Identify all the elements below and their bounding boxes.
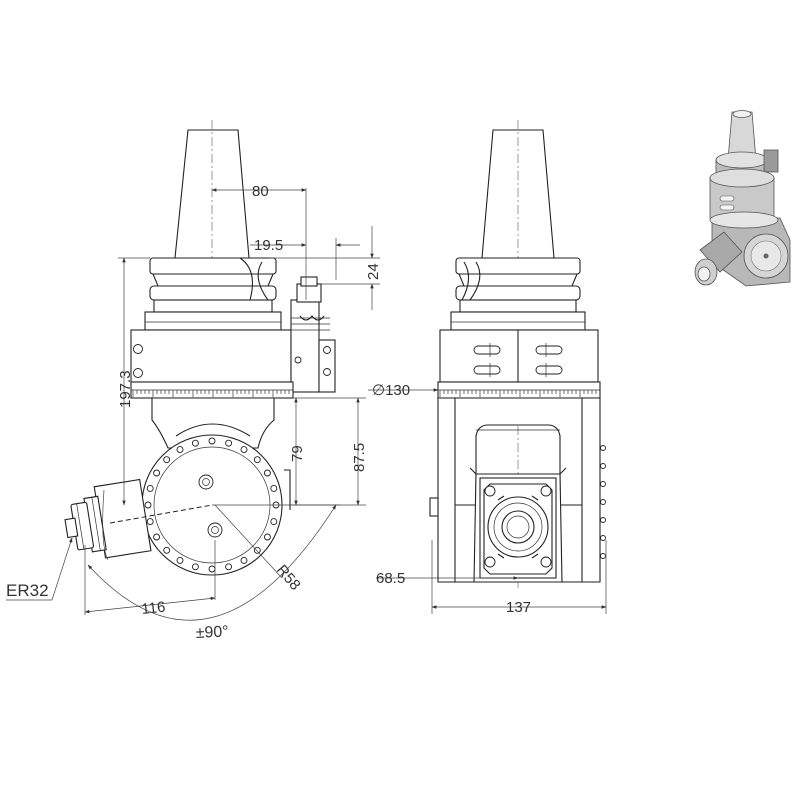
dim-80-label: 80	[252, 183, 269, 200]
side-holes-right	[600, 445, 606, 559]
dim-87-5: 87.5	[290, 397, 368, 506]
dim-19-5: 19.5	[250, 237, 360, 280]
dim-137-label: 137	[506, 599, 531, 616]
dim-24-label: 24	[365, 263, 382, 280]
dim-116: 116	[84, 540, 216, 618]
dim-79: 79	[289, 397, 306, 506]
dim-r58-label: R58	[273, 562, 304, 594]
dim-197-3: 197.3	[117, 257, 150, 506]
dim-79-label: 79	[289, 445, 306, 462]
side-view	[64, 120, 336, 576]
dim-19-5-label: 19.5	[254, 237, 283, 254]
isometric-render	[694, 110, 791, 287]
dim-116-label: 116	[141, 599, 167, 618]
dim-87-5-label: 87.5	[351, 443, 368, 472]
scale-ticks-left	[132, 390, 290, 397]
front-view	[429, 120, 606, 590]
dim-angle-label: ±90°	[195, 623, 229, 642]
er32-label: ER32	[6, 581, 49, 600]
dim-24: 24	[270, 226, 382, 310]
scale-ticks-right	[439, 390, 597, 397]
dim-dia-130-label: ∅130	[372, 382, 410, 399]
dim-197-3-label: 197.3	[117, 370, 134, 408]
er32-spindle	[64, 478, 152, 559]
dim-68-5: 68.5	[376, 570, 519, 587]
dim-dia-130: ∅130	[368, 382, 439, 399]
callout-er32: ER32	[6, 537, 73, 601]
dim-angle: ±90°	[87, 504, 340, 642]
dim-68-5-label: 68.5	[376, 570, 405, 587]
dim-137: 137	[431, 540, 607, 616]
